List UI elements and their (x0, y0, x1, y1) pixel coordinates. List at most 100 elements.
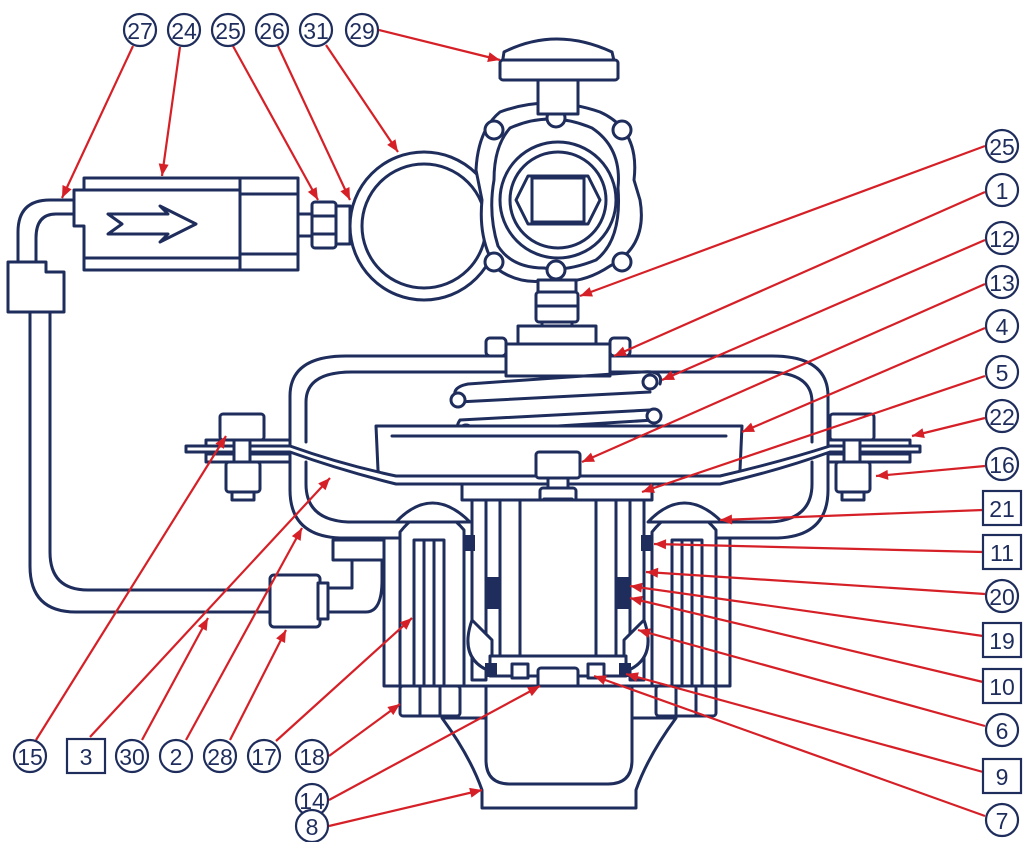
callout-c26: 26 (254, 12, 351, 201)
callout-leader (911, 416, 986, 438)
lower-diaphragm-case (288, 460, 830, 540)
callout-c19: 19 (629, 582, 1023, 659)
callout-c12: 12 (661, 220, 1020, 382)
callout-badge (981, 757, 1023, 795)
callout-c24: 24 (158, 12, 202, 177)
callout-arrowhead (340, 187, 350, 200)
callout-c31: 31 (298, 12, 399, 153)
callout-label: 17 (251, 744, 277, 770)
callout-badge (984, 128, 1020, 164)
callout-arrowhead (876, 469, 889, 480)
callout-leader (653, 542, 984, 554)
callout-badge (122, 12, 158, 48)
callout-arrowhead (912, 428, 925, 438)
callout-label: 24 (171, 18, 197, 44)
callout-arrowhead (630, 582, 643, 593)
callout-label: 7 (996, 808, 1009, 834)
callout-badge (984, 264, 1020, 300)
callout-badge (12, 738, 48, 774)
callout-c13: 13 (581, 264, 1020, 464)
callout-c21: 21 (719, 489, 1023, 527)
callout-c14: 14 (294, 685, 541, 818)
callout-label: 13 (989, 270, 1015, 296)
tube-fitting (268, 538, 387, 629)
callout-leader (35, 435, 227, 741)
callout-arrowhead (276, 630, 286, 643)
callout-arrowhead (318, 478, 330, 491)
callout-label: 25 (215, 18, 241, 44)
callout-leader (185, 527, 303, 741)
callout-arrowhead (527, 686, 540, 697)
callout-c18: 18 (294, 703, 401, 774)
callout-badge (254, 12, 290, 48)
bottom-cap (440, 684, 678, 810)
callout-badge (984, 446, 1020, 482)
callout-c8: 8 (294, 787, 483, 842)
callout-arrowhead (197, 618, 208, 631)
callout-label: 18 (299, 744, 325, 770)
callout-c4: 4 (741, 308, 1020, 434)
callout-badge (981, 621, 1023, 659)
callout-c5: 5 (641, 354, 1020, 494)
callout-label: 15 (17, 744, 43, 770)
callout-label: 9 (996, 764, 1009, 790)
callout-c20: 20 (645, 567, 1020, 614)
callout-label: 8 (306, 814, 319, 840)
callout-c10: 10 (629, 595, 1023, 705)
callout-label: 26 (259, 18, 285, 44)
callout-badge (210, 12, 246, 48)
callout-arrowhead (469, 787, 482, 798)
callout-arrowhead (387, 139, 398, 152)
callout-badge (65, 737, 107, 775)
callout-arrowhead (626, 672, 639, 682)
adjusting-knob (498, 37, 620, 116)
callout-badge (984, 802, 1020, 838)
callout-leader (378, 28, 501, 62)
callout-c7: 7 (593, 674, 1020, 838)
callout-c28: 28 (202, 629, 287, 774)
callout-leader (641, 374, 986, 494)
callout-leader (275, 617, 413, 742)
callout-arrowhead (646, 567, 659, 578)
callout-leader (61, 45, 134, 199)
callout-badge (294, 808, 330, 842)
callout-c15: 15 (12, 435, 227, 774)
callout-c1: 1 (613, 172, 1020, 358)
callout-badge (981, 533, 1023, 571)
callout-arrowhead (630, 595, 643, 606)
filter-body (72, 176, 300, 272)
callout-leader (328, 703, 401, 757)
callout-badge (981, 489, 1023, 527)
callout-badge (294, 738, 330, 774)
callout-label: 11 (990, 540, 1014, 566)
callout-label: 27 (127, 18, 153, 44)
callout-c25b: 25 (579, 128, 1020, 298)
callout-arrowhead (654, 539, 667, 550)
callout-label: 4 (996, 314, 1009, 340)
callout-leader (325, 44, 399, 153)
callout-arrowhead (62, 185, 72, 198)
callout-c29: 29 (344, 12, 501, 62)
callout-arrowhead (215, 436, 226, 449)
callout-leader (719, 508, 984, 522)
callout-label: 29 (349, 18, 375, 44)
callout-badge (984, 220, 1020, 256)
callout-badge (114, 738, 150, 774)
callout-arrowhead (614, 346, 627, 356)
callout-badge (984, 172, 1020, 208)
callout-c16: 16 (875, 446, 1020, 482)
callout-c3: 3 (65, 477, 331, 775)
callout-badge (344, 12, 380, 48)
callout-label: 19 (989, 628, 1015, 654)
callout-badge (981, 667, 1023, 705)
callout-label: 10 (989, 674, 1015, 700)
callout-leader (613, 190, 986, 358)
callout-leader (593, 674, 986, 818)
callout-leader (629, 584, 984, 638)
callout-c6: 6 (637, 628, 1020, 748)
callout-c2: 2 (158, 527, 303, 774)
callout-badge (298, 12, 334, 48)
callout-arrowhead (720, 514, 733, 525)
callout-leader (160, 46, 182, 177)
